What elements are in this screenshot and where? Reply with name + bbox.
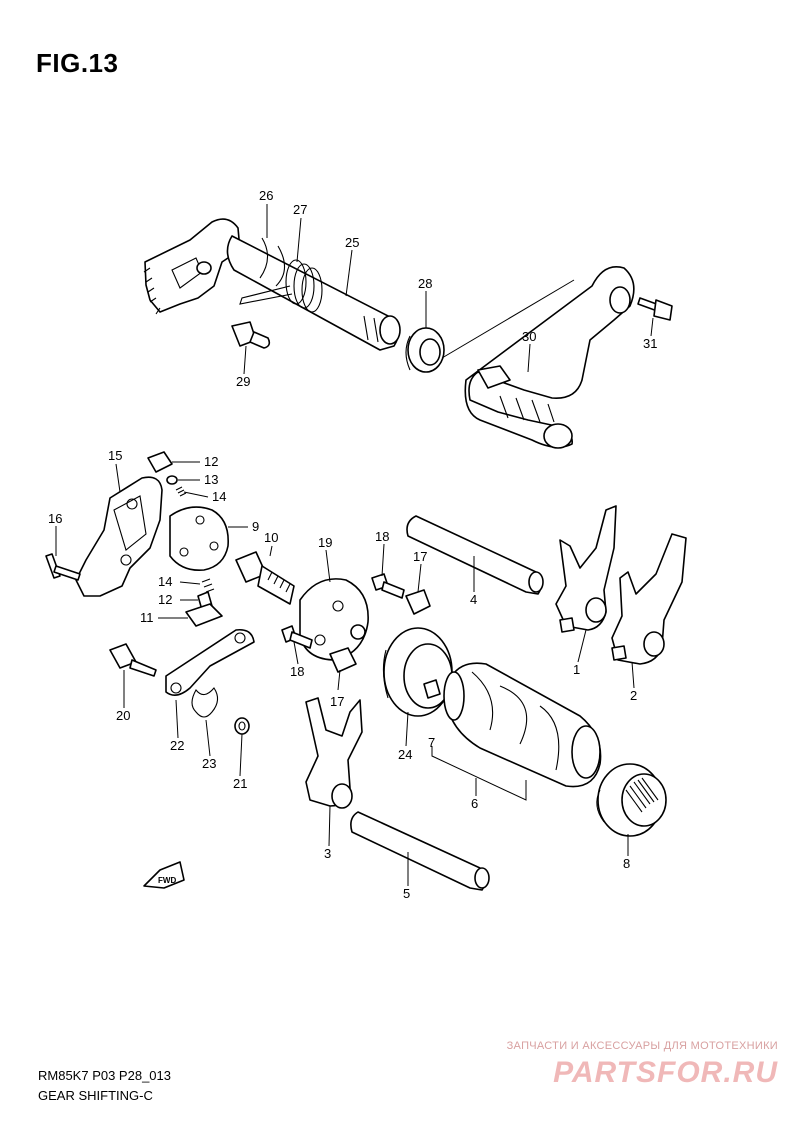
callout-18-upper: 18 <box>375 529 389 544</box>
callout-14-lower: 14 <box>158 574 172 589</box>
diagram-name: GEAR SHIFTING-C <box>38 1088 153 1103</box>
fwd-label: FWD <box>158 876 176 885</box>
callout-12-lower: 12 <box>158 592 172 607</box>
callout-20: 20 <box>116 708 130 723</box>
callout-28: 28 <box>418 276 432 291</box>
callout-14-upper: 14 <box>212 489 226 504</box>
callout-17-upper: 17 <box>413 549 427 564</box>
callout-22: 22 <box>170 738 184 753</box>
callout-10: 10 <box>264 530 278 545</box>
shift-drum-and-forks-assembly <box>305 505 687 891</box>
callout-18-lower: 18 <box>290 664 304 679</box>
callout-16: 16 <box>48 511 62 526</box>
callout-26: 26 <box>259 188 273 203</box>
callout-31: 31 <box>643 336 657 351</box>
callout-15: 15 <box>108 448 122 463</box>
callout-2: 2 <box>630 688 637 703</box>
callout-27: 27 <box>293 202 307 217</box>
callout-3: 3 <box>324 846 331 861</box>
callout-numbers: 26 27 25 28 29 30 31 15 12 13 14 16 9 10… <box>48 188 657 901</box>
callout-17-lower: 17 <box>330 694 344 709</box>
callout-7: 7 <box>428 735 435 750</box>
callout-24: 24 <box>398 747 412 762</box>
callout-5: 5 <box>403 886 410 901</box>
callout-13: 13 <box>204 472 218 487</box>
callout-8: 8 <box>623 856 630 871</box>
callout-30: 30 <box>522 329 536 344</box>
callout-12-upper: 12 <box>204 454 218 469</box>
gearshift-cam-and-stopper-assembly <box>45 451 431 735</box>
callout-1: 1 <box>573 662 580 677</box>
callout-6: 6 <box>471 796 478 811</box>
callout-29: 29 <box>236 374 250 389</box>
callout-9: 9 <box>252 519 259 534</box>
model-code: RM85K7 P03 P28_013 <box>38 1068 171 1083</box>
leader-lines <box>55 204 654 886</box>
callout-11: 11 <box>140 610 154 625</box>
callout-21: 21 <box>233 776 247 791</box>
callout-25: 25 <box>345 235 359 250</box>
watermark-brand: PARTSFOR.RU <box>553 1056 778 1089</box>
callout-19: 19 <box>318 535 332 550</box>
forward-direction-arrow: FWD <box>143 861 185 889</box>
watermark-tagline: ЗАПЧАСТИ И АКСЕССУАРЫ ДЛЯ МОТОТЕХНИКИ <box>506 1040 778 1052</box>
figure-title: FIG.13 <box>36 48 119 78</box>
callout-23: 23 <box>202 756 216 771</box>
callout-4: 4 <box>470 592 477 607</box>
gear-shift-shaft-assembly <box>143 218 673 449</box>
